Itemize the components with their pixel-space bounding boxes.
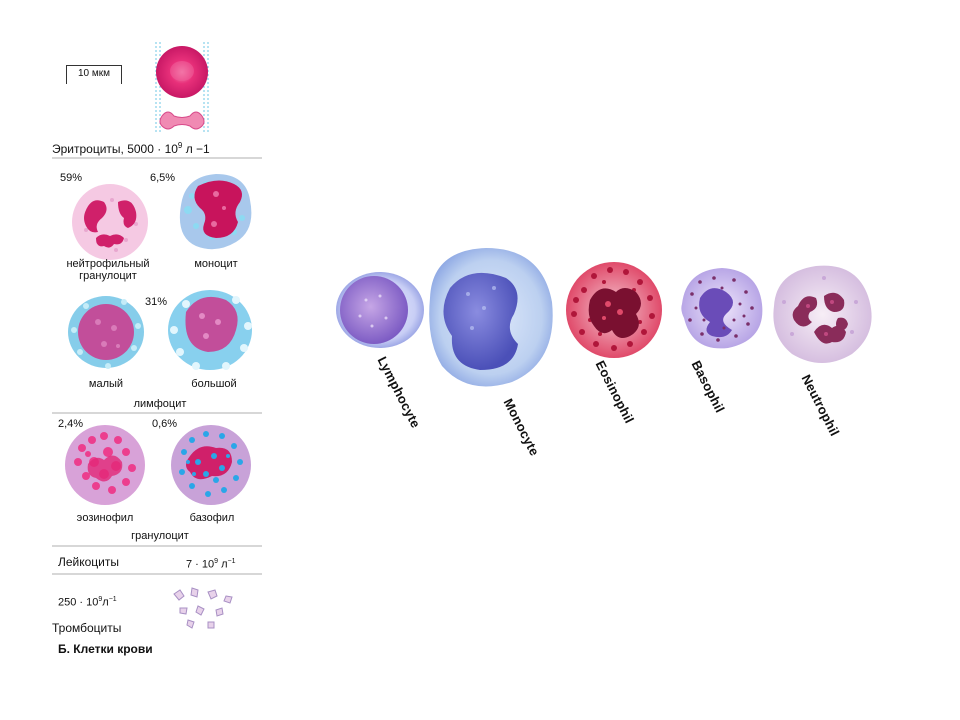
- lymphocyte-label-en: Lymphocyte: [374, 354, 424, 431]
- basophil-right-illustration: [681, 268, 763, 349]
- neutrophil-right-illustration: [773, 265, 872, 363]
- large-lymphocyte-label: большой: [191, 378, 237, 390]
- divider-lymphocytes: [52, 412, 262, 414]
- small-lymphocyte-label: малый: [88, 378, 124, 390]
- scale-bar-bracket: [66, 65, 122, 84]
- divider-granulocytes: [52, 545, 262, 547]
- eosinophil-percent: 2,4%: [58, 418, 84, 430]
- lymphocyte-group-label: лимфоцит: [133, 398, 187, 410]
- platelets-label: Тромбоциты: [52, 621, 122, 635]
- scale-bar-label: 10 мкм: [77, 68, 111, 79]
- lymphocyte-illustration: [336, 272, 424, 348]
- monocyte-label-en: Monocyte: [500, 396, 543, 459]
- monocyte-right-illustration: [429, 248, 553, 387]
- neutrophil-label: нейтрофильный гранулоцит: [66, 258, 150, 282]
- eosinophil-illustration: [65, 425, 145, 505]
- lymphocyte-percent: 31%: [145, 296, 168, 308]
- platelets-illustration: [173, 587, 233, 629]
- erythrocyte-illustration: [155, 42, 209, 132]
- figure-caption: Б. Клетки крови: [58, 642, 153, 656]
- erythrocytes-label: Эритроциты, 5000 · 109 л −1: [52, 141, 210, 156]
- scale-bar: 10 мкм: [66, 65, 122, 84]
- monocyte-percent: 6,5%: [150, 172, 176, 184]
- eosinophil-label-en: Eosinophil: [592, 358, 638, 426]
- neutrophil-granulocyte-illustration: [72, 184, 148, 260]
- monocyte-label: моноцит: [194, 258, 238, 270]
- neutrophil-percent: 59%: [60, 172, 83, 184]
- basophil-label-en: Basophil: [688, 358, 728, 416]
- leukocytes-label: Лейкоциты: [58, 555, 120, 569]
- basophil-percent: 0,6%: [152, 418, 178, 430]
- platelets-value: 250 · 109л−1: [58, 596, 117, 609]
- small-lymphocyte-illustration: [68, 296, 144, 369]
- large-lymphocyte-illustration: [168, 290, 252, 370]
- divider-leukocytes: [52, 573, 262, 575]
- leukocytes-value: 7 · 109 л−1: [186, 558, 236, 571]
- basophil-illustration: [171, 425, 251, 505]
- monocyte-illustration: [179, 174, 252, 250]
- basophil-label: базофил: [189, 512, 235, 524]
- eosinophil-right-illustration: [566, 262, 662, 358]
- eosinophil-label: эозинофил: [76, 512, 134, 524]
- neutrophil-label-en: Neutrophil: [798, 372, 843, 439]
- granulocyte-group-label: гранулоцит: [131, 530, 189, 542]
- divider-erythrocytes: [52, 157, 262, 159]
